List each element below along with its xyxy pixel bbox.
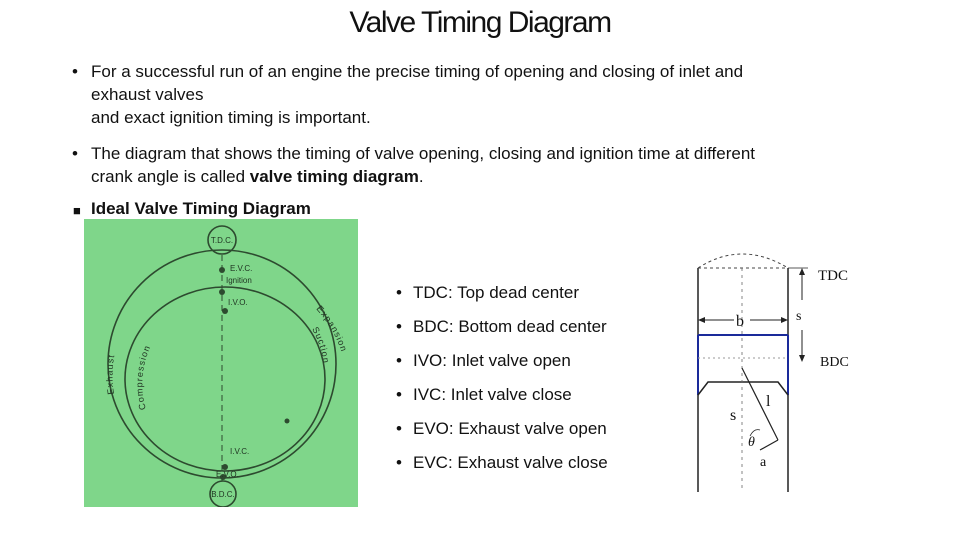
ivo-inner-point xyxy=(222,308,228,314)
bullet-1-line-1: For a successful run of an engine the pr… xyxy=(91,62,744,81)
ignition-label: Ignition xyxy=(226,276,252,285)
theta-label: θ xyxy=(748,435,755,450)
arrowhead-icon xyxy=(781,317,788,323)
cylinder-diagram: TDC BDC b s s l θ a xyxy=(697,253,849,492)
theta-arc xyxy=(749,429,761,437)
bullet-2-line-2: crank angle is called valve timing diagr… xyxy=(91,167,424,186)
suction-label: Suction xyxy=(310,325,331,364)
evc-label: E.V.C. xyxy=(230,264,252,273)
rod-length-label: l xyxy=(766,393,771,410)
crank-label: a xyxy=(760,455,767,470)
bdc-label: B.D.C. xyxy=(211,490,235,499)
evc-point xyxy=(219,267,225,273)
bullet-2-line-1: The diagram that shows the timing of val… xyxy=(91,144,756,163)
square-bullet-icon: ■ xyxy=(73,203,81,218)
ivo-point xyxy=(219,289,225,295)
piston-s-label: s xyxy=(730,407,736,424)
bullet-1-line-3: and exact ignition timing is important. xyxy=(91,108,371,127)
bullet-2: • The diagram that shows the timing of v… xyxy=(72,142,755,188)
bullet-1: • For a successful run of an engine the … xyxy=(72,60,743,129)
bullet-dot: • xyxy=(72,62,78,81)
arrow-point xyxy=(284,418,290,424)
stroke-label: s xyxy=(796,309,801,324)
bdc-label: BDC xyxy=(820,355,849,370)
crank-arm xyxy=(759,439,779,451)
inner-circle xyxy=(124,286,326,472)
section-heading: Ideal Valve Timing Diagram xyxy=(91,199,311,218)
slide-title: Valve Timing Diagram xyxy=(349,6,612,39)
exhaust-label: Exhaust xyxy=(104,353,116,395)
bullet-dot: • xyxy=(72,144,78,163)
compression-label: Compression xyxy=(134,343,152,411)
valve-timing-diagram: T.D.C. B.D.C. E.V.C. Ignition I.V.O. I.V… xyxy=(84,219,358,508)
evo-point xyxy=(220,474,226,480)
evo-label: E.V.O. xyxy=(216,470,239,479)
arrowhead-icon xyxy=(799,355,805,362)
connecting-rod xyxy=(741,367,779,441)
tdc-label: TDC xyxy=(818,268,848,284)
bullet-1-line-2: exhaust valves xyxy=(91,85,204,104)
ivc-point xyxy=(222,464,228,470)
piston-crown xyxy=(697,381,789,396)
ivo-label: I.V.O. xyxy=(228,298,248,307)
arrowhead-icon xyxy=(698,317,705,323)
arrowhead-icon xyxy=(799,268,805,275)
cylinder-head-dome xyxy=(697,253,789,269)
tdc-circle xyxy=(207,225,237,255)
valve-timing-svg: T.D.C. B.D.C. E.V.C. Ignition I.V.O. I.V… xyxy=(104,225,348,508)
ivc-label: I.V.C. xyxy=(230,447,249,456)
tdc-label: T.D.C. xyxy=(211,236,233,245)
bore-label: b xyxy=(736,313,744,330)
